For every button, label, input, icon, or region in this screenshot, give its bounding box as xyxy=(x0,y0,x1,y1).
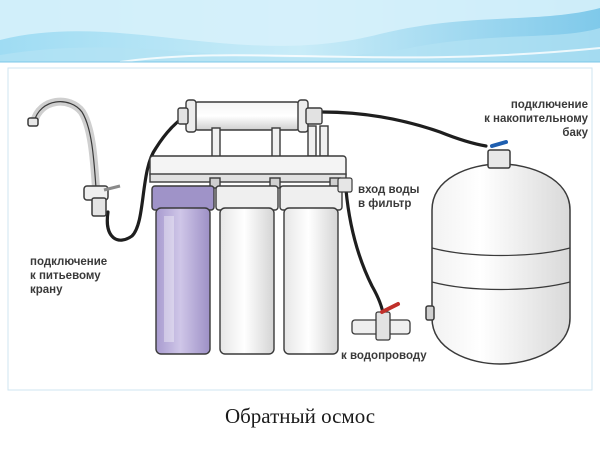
water-input-fitting xyxy=(337,177,353,193)
drinking-faucet xyxy=(27,97,121,217)
supply-valve xyxy=(351,302,411,341)
label-faucet-connection: подключение к питьевому крану xyxy=(30,256,108,296)
label-water-supply: к водопроводу xyxy=(341,350,427,362)
header-banner xyxy=(0,0,600,63)
filter-manifold xyxy=(149,155,347,189)
storage-tank xyxy=(425,140,571,365)
label-tank-connection: подключение к накопительному баку xyxy=(484,99,588,139)
slide-caption: Обратный осмос xyxy=(224,404,376,428)
tube-to-faucet xyxy=(105,110,192,242)
filter-housings xyxy=(151,185,343,355)
tube-to-tank xyxy=(320,110,488,148)
label-water-input: вход воды в фильтр xyxy=(358,184,420,210)
